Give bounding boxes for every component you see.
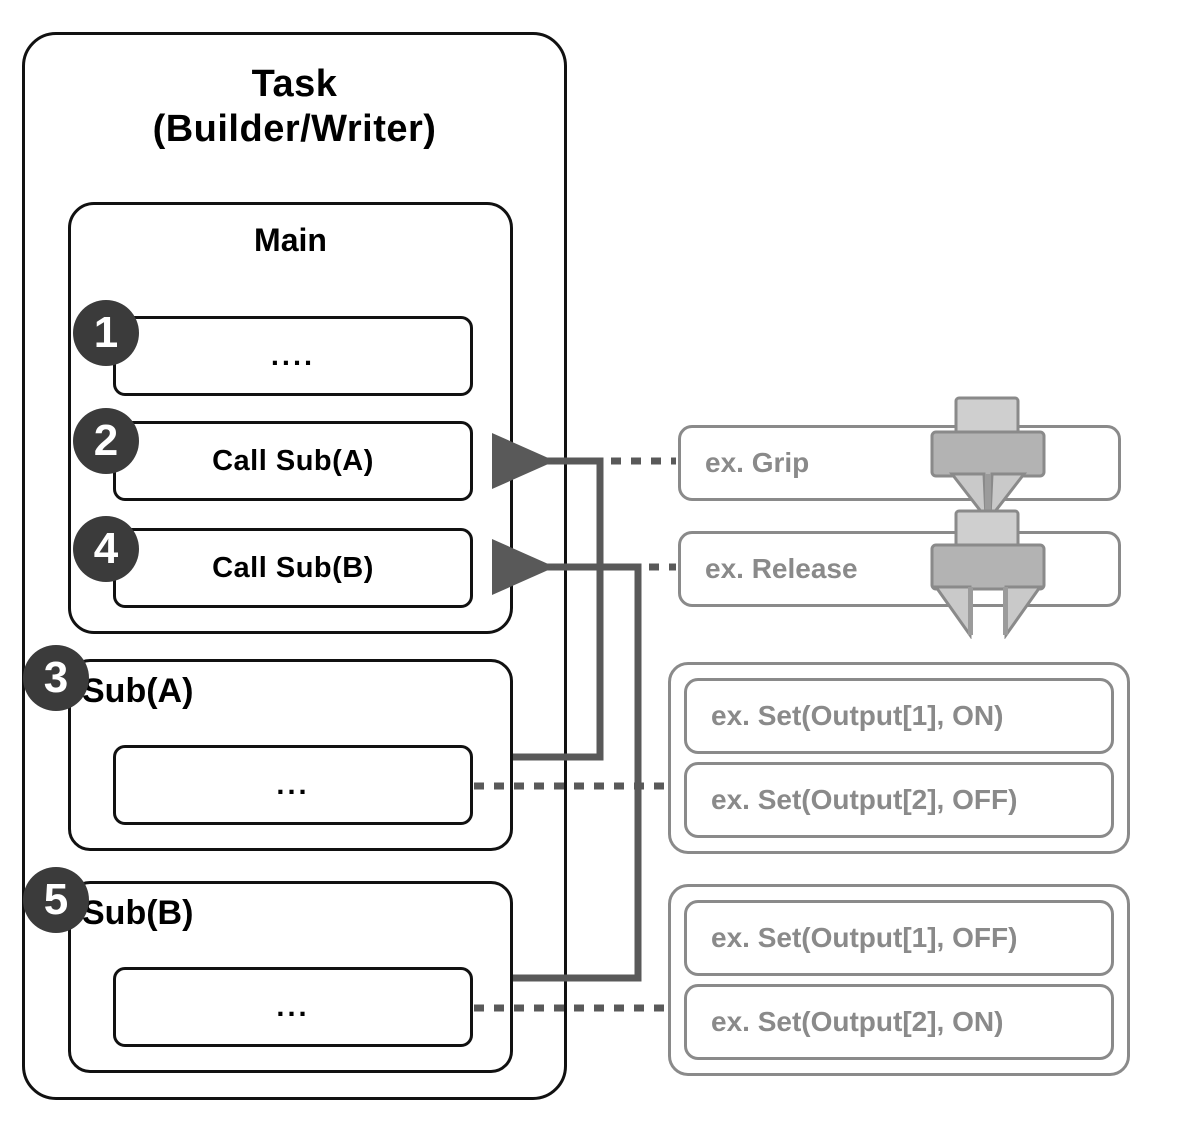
step-badge-3: 3: [23, 645, 89, 711]
main-statement-call-sub-a[interactable]: Call Sub(A): [113, 421, 473, 501]
step-badge-2: 2: [73, 408, 139, 474]
sub-a-body-label: ...: [276, 768, 310, 801]
gripper-closed-icon: [930, 396, 1046, 523]
main-statement-1-label: ....: [270, 339, 316, 372]
sub-b-output-item-1[interactable]: ex. Set(Output[1], OFF): [684, 900, 1114, 976]
sub-a-body[interactable]: ...: [113, 745, 473, 825]
gripper-open-icon: [930, 509, 1046, 639]
example-release-box[interactable]: ex. Release: [678, 531, 1121, 607]
sub-b-output-item-1-label: ex. Set(Output[1], OFF): [711, 922, 1018, 953]
sub-a-title: Sub(A): [82, 672, 194, 710]
step-badge-5: 5: [23, 867, 89, 933]
main-title: Main: [254, 222, 327, 258]
sub-a-output-item-2[interactable]: ex. Set(Output[2], OFF): [684, 762, 1114, 838]
sub-b-body-label: ...: [276, 990, 310, 1023]
sub-b-output-item-2[interactable]: ex. Set(Output[2], ON): [684, 984, 1114, 1060]
example-grip-box[interactable]: ex. Grip: [678, 425, 1121, 501]
sub-b-title: Sub(B): [82, 894, 194, 932]
call-sub-b-label: Call Sub(B): [212, 551, 374, 584]
main-statement-1[interactable]: ....: [113, 316, 473, 396]
step-badge-1: 1: [73, 300, 139, 366]
sub-a-output-item-2-label: ex. Set(Output[2], OFF): [711, 784, 1018, 815]
example-release-label: ex. Release: [705, 553, 858, 584]
sub-b-output-item-2-label: ex. Set(Output[2], ON): [711, 1006, 1004, 1037]
main-statement-call-sub-b[interactable]: Call Sub(B): [113, 528, 473, 608]
sub-a-output-item-1-label: ex. Set(Output[1], ON): [711, 700, 1004, 731]
example-grip-label: ex. Grip: [705, 447, 810, 478]
call-sub-a-label: Call Sub(A): [212, 444, 374, 477]
sub-a-output-item-1[interactable]: ex. Set(Output[1], ON): [684, 678, 1114, 754]
task-title: Task (Builder/Writer): [152, 63, 437, 150]
sub-b-body[interactable]: ...: [113, 967, 473, 1047]
step-badge-4: 4: [73, 516, 139, 582]
